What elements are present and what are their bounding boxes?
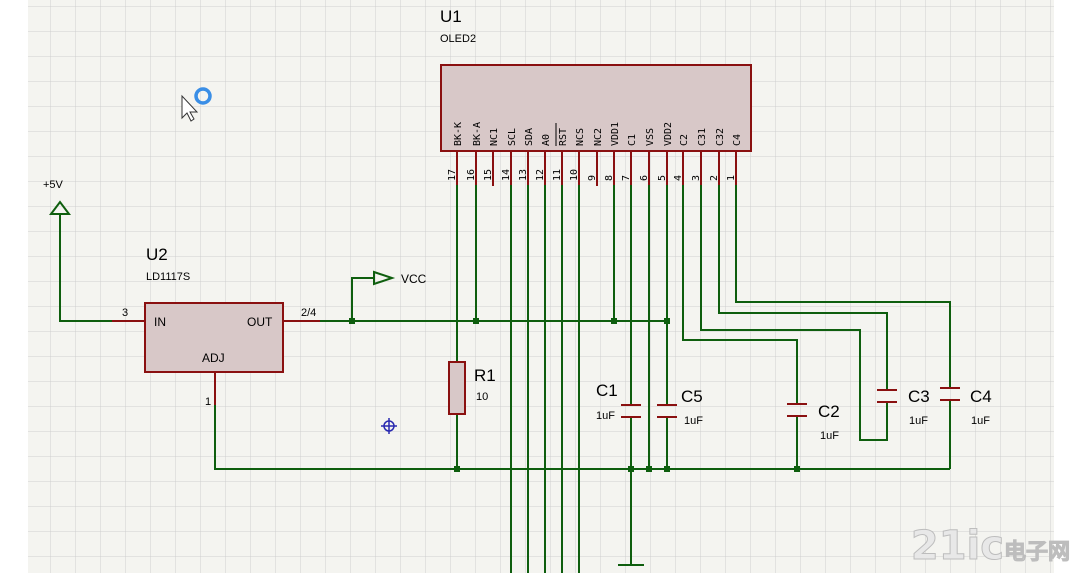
u1-pin-number: 15: [483, 169, 494, 181]
u1-pin-name: SCL: [507, 128, 518, 146]
u2-part: LD1117S: [146, 271, 190, 283]
capacitor-c4[interactable]: C4 1uF: [940, 387, 992, 427]
u1-pin-number: 9: [587, 175, 598, 181]
u1-pin-name: BK-A: [472, 122, 483, 146]
wire-pin2: [718, 185, 888, 390]
u1-pin-name: C32: [715, 128, 726, 146]
capacitor-c3[interactable]: C3 1uF: [877, 387, 930, 427]
u2-pin-out: OUT: [247, 315, 273, 329]
wire-vcc: [351, 277, 374, 321]
u1-oled[interactable]: U1 OLED2 BK-K17BK-A16NC115SCL14SDA13A012…: [440, 7, 752, 186]
u1-pins: BK-K17BK-A16NC115SCL14SDA13A012RST11NCS1…: [447, 122, 743, 186]
u1-pin-name: A0: [541, 134, 552, 146]
u2-regulator[interactable]: U2 LD1117S IN OUT ADJ 3 2/4 1: [112, 245, 320, 408]
u1-pin-name: VDD2: [663, 122, 674, 146]
wire-pin1: [735, 185, 951, 388]
u1-pin-name: NC2: [593, 128, 604, 146]
u1-pin-number: 3: [691, 175, 702, 181]
c1-value: 1uF: [596, 410, 615, 422]
u1-pin-number: 1: [726, 175, 737, 181]
junctions: [349, 318, 800, 472]
r1-ref: R1: [474, 366, 496, 385]
r1-body[interactable]: [448, 361, 466, 415]
u1-pin-number: 11: [552, 169, 563, 181]
c4-ref: C4: [970, 387, 992, 406]
power-5v-label: +5V: [43, 179, 64, 191]
wire-pin3: [700, 185, 888, 441]
u2-num-out: 2/4: [301, 307, 316, 319]
u1-pin-name: SDA: [524, 128, 535, 146]
u1-pin-name: NC1: [489, 128, 500, 146]
u1-part: OLED2: [440, 33, 476, 45]
u1-pin-number: 7: [621, 175, 632, 181]
u1-pin-name: C1: [627, 134, 638, 146]
u1-pin-number: 14: [501, 169, 512, 181]
power-vcc[interactable]: VCC: [373, 270, 427, 286]
u1-pin-name: C31: [697, 128, 708, 146]
u1-pin-number: 5: [657, 175, 668, 181]
u1-pin-number: 12: [535, 169, 546, 181]
u2-pin-in: IN: [154, 315, 166, 329]
u1-pin-name: C2: [679, 134, 690, 146]
c3-value: 1uF: [909, 415, 928, 427]
u1-pin-number: 16: [466, 169, 477, 181]
u1-ref: U1: [440, 7, 462, 26]
c1-ref: C1: [596, 381, 618, 400]
watermark-number: 21ic: [910, 523, 1004, 570]
u1-pin-name: VSS: [645, 128, 656, 146]
capacitor-c5[interactable]: C5 1uF: [657, 387, 703, 427]
c4-value: 1uF: [971, 415, 990, 427]
u2-body[interactable]: [144, 302, 284, 373]
mouse-cursor-icon: [181, 87, 212, 122]
u1-pin-number: 13: [518, 169, 529, 181]
resistor-r1[interactable]: R1 10: [448, 361, 496, 415]
watermark-text: 电子网: [1003, 540, 1070, 566]
c2-value: 1uF: [820, 430, 839, 442]
u1-pin-name: RST: [558, 128, 569, 146]
watermark-logo: 21ic电子网: [910, 523, 1070, 570]
c5-ref: C5: [681, 387, 703, 406]
capacitor-c1[interactable]: C1 1uF: [596, 381, 641, 422]
u1-pin-name: NCS: [575, 128, 586, 146]
power-vcc-label: VCC: [401, 272, 427, 286]
crosshair-icon: [381, 418, 397, 434]
u1-pin-number: 6: [639, 175, 650, 181]
c5-value: 1uF: [684, 415, 703, 427]
c2-ref: C2: [818, 402, 840, 421]
wire-pin4: [682, 185, 798, 404]
r1-value: 10: [476, 391, 488, 403]
c3-ref: C3: [908, 387, 930, 406]
u2-pin-adj: ADJ: [202, 351, 225, 365]
capacitor-c2[interactable]: C2 1uF: [787, 402, 840, 442]
u2-num-adj: 1: [205, 396, 211, 408]
u1-pin-name: BK-K: [453, 122, 464, 146]
u1-pin-number: 10: [569, 169, 580, 181]
u1-pin-name: C4: [732, 134, 743, 146]
u1-pin-number: 2: [709, 175, 720, 181]
u1-pin-number: 17: [447, 169, 458, 181]
u2-num-in: 3: [122, 307, 128, 319]
u1-pin-name: VDD1: [610, 122, 621, 146]
u1-pin-number: 4: [673, 175, 684, 181]
u1-pin-number: 8: [604, 175, 615, 181]
u2-ref: U2: [146, 245, 168, 264]
power-5v[interactable]: +5V: [43, 179, 71, 215]
wires: [59, 185, 951, 573]
